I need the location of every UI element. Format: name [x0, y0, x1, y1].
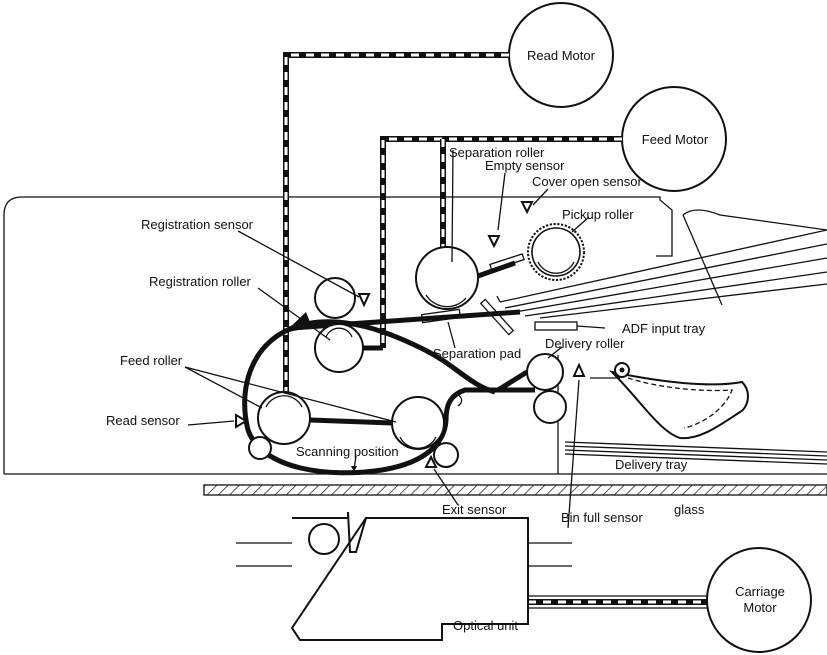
registration-roller — [314, 323, 364, 373]
idle-roller-left — [248, 436, 272, 460]
delivery-tray — [564, 377, 827, 465]
delivery-roller-lower — [533, 390, 567, 424]
feed-roller-left — [257, 391, 311, 445]
cover-open-sensor — [520, 201, 534, 215]
optical-unit — [236, 511, 572, 641]
empty-sensor — [487, 235, 501, 249]
separation-roller — [415, 246, 479, 310]
carriage-motor-label-line2: Motor — [743, 600, 777, 615]
adf-input-tray-label: ADF input tray — [622, 321, 706, 336]
registration-roller-upper — [314, 277, 356, 319]
registration-roller-label: Registration roller — [149, 274, 252, 289]
idle-roller-right — [433, 442, 459, 468]
feed-roller-right — [391, 396, 445, 450]
adf-input-tray-guide — [534, 321, 578, 331]
read-sensor-label: Read sensor — [106, 413, 180, 428]
bin-full-lever — [608, 370, 749, 440]
pickup-roller-label: Pickup roller — [562, 207, 634, 222]
bin-full-sensor — [572, 362, 586, 377]
optical-unit-label: Optical unit — [453, 618, 518, 633]
adf-housing — [3, 196, 673, 474]
glass-label: glass — [674, 502, 705, 517]
paper-path-guide — [284, 312, 312, 333]
adf-input-tray — [496, 209, 827, 319]
feed-motor-label: Feed Motor — [642, 132, 709, 147]
bin-full-sensor-label: Bin full sensor — [561, 510, 643, 525]
delivery-roller-upper — [526, 353, 564, 391]
delivery-roller-label: Delivery roller — [545, 336, 625, 351]
read-sensor — [235, 413, 248, 429]
feed-roller-label: Feed roller — [120, 353, 183, 368]
registration-sensor-label: Registration sensor — [141, 217, 254, 232]
exit-sensor-label: Exit sensor — [442, 502, 507, 517]
separation-pad-label: Separation pad — [433, 346, 521, 361]
read-motor-label: Read Motor — [527, 48, 596, 63]
scanning-position-label: Scanning position — [296, 444, 399, 459]
delivery-tray-label: Delivery tray — [615, 457, 688, 472]
empty-sensor-label: Empty sensor — [485, 158, 565, 173]
exit-sensor — [424, 454, 438, 468]
registration-sensor — [357, 293, 371, 308]
glass-plate — [203, 484, 827, 496]
leader-lines — [184, 149, 590, 529]
cover-open-sensor-label: Cover open sensor — [532, 174, 643, 189]
read-motor-belt — [283, 52, 509, 392]
carriage-motor-label-line1: Carriage — [735, 584, 785, 599]
separation-roller-label: Separation roller — [449, 145, 545, 160]
separation-pad — [420, 308, 462, 324]
